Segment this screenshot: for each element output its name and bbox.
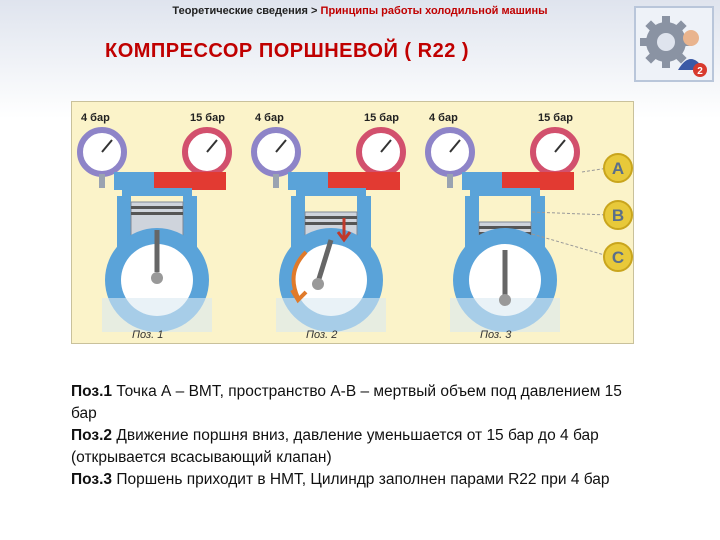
- gauge-high-label: 15 бар: [364, 112, 399, 124]
- page-title: КОМПРЕССОР ПОРШНЕВОЙ ( R22 ): [105, 40, 470, 62]
- point-a-label: A: [612, 159, 624, 178]
- breadcrumb-separator: >: [311, 5, 318, 17]
- gauge-low-label: 4 бар: [81, 112, 110, 124]
- rotation-arrow-icon: [290, 250, 308, 304]
- compressor-unit-2: 4 бар 15 бар Поз. 2: [251, 112, 406, 341]
- compressor-unit-3: 4 бар 15 бар Поз. 3: [425, 112, 580, 341]
- gauge-low-label: 4 бар: [255, 112, 284, 124]
- description: Поз.1 Точка А – ВМТ, пространство А-В – …: [71, 381, 651, 491]
- compressor-figure: 4 бар 15 бар Поз. 1 4 бар 1: [71, 101, 634, 344]
- position-label: Поз. 1: [132, 329, 163, 341]
- compressor-unit-1: 4 бар 15 бар Поз. 1: [77, 112, 232, 341]
- gauge-high-label: 15 бар: [538, 112, 573, 124]
- description-label: Поз.1: [71, 383, 113, 400]
- point-b-badge: [603, 200, 633, 230]
- gauge-low-label: 4 бар: [429, 112, 458, 124]
- point-c-label: C: [612, 248, 624, 267]
- position-label: Поз. 2: [306, 329, 337, 341]
- description-item-2: Поз.2 Движение поршня вниз, давление уме…: [71, 425, 651, 469]
- gear-person-icon: [640, 16, 704, 70]
- description-label: Поз.3: [71, 471, 113, 488]
- description-text: Движение поршня вниз, давление уменьшает…: [71, 427, 599, 466]
- logo[interactable]: 2: [634, 6, 714, 82]
- point-a-badge: [603, 153, 633, 183]
- logo-badge: 2: [697, 66, 703, 77]
- breadcrumb: Теоретические сведения > Принципы работы…: [0, 5, 720, 17]
- point-markers: A B C: [531, 153, 633, 272]
- description-text: Точка А – ВМТ, пространство А-В – мертвы…: [71, 383, 622, 422]
- description-text: Поршень приходит в НМТ, Цилиндр заполнен…: [112, 471, 610, 488]
- description-item-1: Поз.1 Точка А – ВМТ, пространство А-В – …: [71, 381, 651, 425]
- breadcrumb-current: Принципы работы холодильной машины: [320, 5, 548, 17]
- down-arrow-icon: [336, 218, 352, 243]
- description-item-3: Поз.3 Поршень приходит в НМТ, Цилиндр за…: [71, 469, 651, 491]
- description-label: Поз.2: [71, 427, 113, 444]
- gauge-high-label: 15 бар: [190, 112, 225, 124]
- point-c-badge: [603, 242, 633, 272]
- point-b-label: B: [612, 206, 624, 225]
- position-label: Поз. 3: [480, 329, 512, 341]
- breadcrumb-parent[interactable]: Теоретические сведения: [172, 5, 308, 17]
- badge-circle: [693, 63, 707, 77]
